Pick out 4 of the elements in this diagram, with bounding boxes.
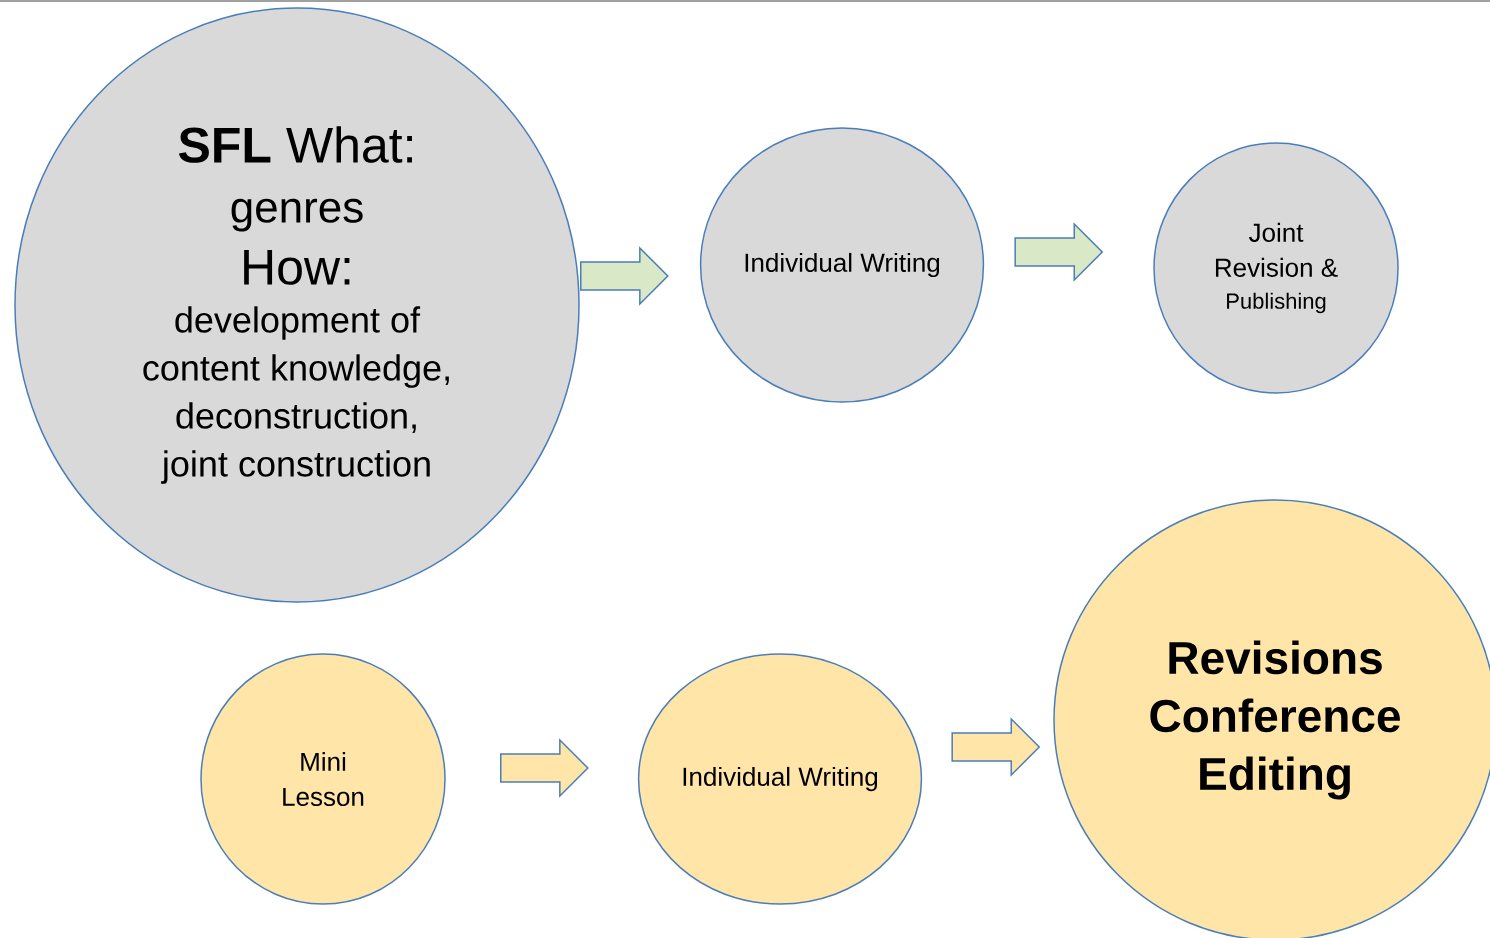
block-arrow — [951, 717, 1041, 777]
block-arrow — [500, 738, 589, 798]
block-arrow — [1014, 222, 1104, 282]
block-arrow — [580, 246, 669, 306]
